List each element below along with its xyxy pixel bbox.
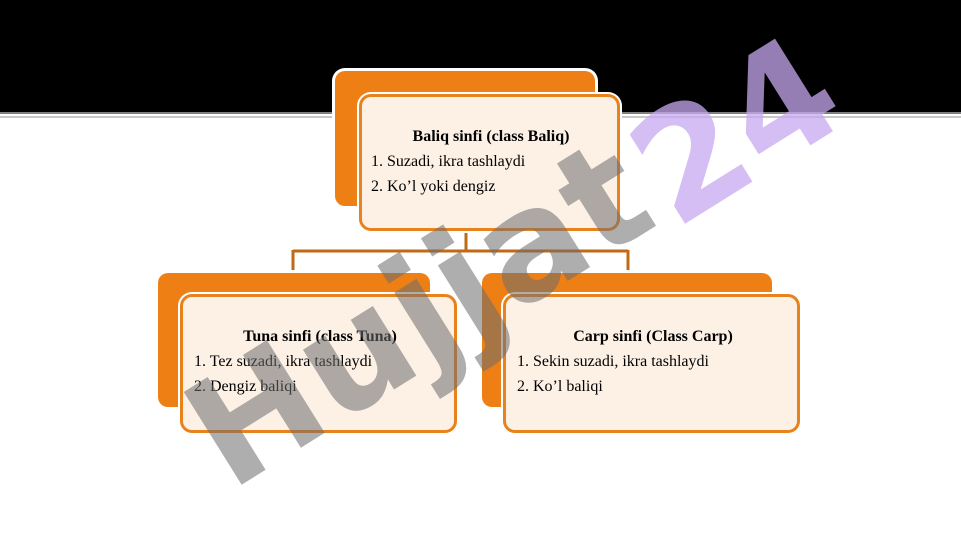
- child-node-title: Carp sinfi (Class Carp): [573, 328, 733, 345]
- root-node-box: [359, 94, 620, 231]
- root-node-title: Baliq sinfi (class Baliq): [412, 128, 570, 145]
- child-node-item: 1. Tez suzadi, ikra tashlaydi: [194, 353, 373, 370]
- root-node-item: 1. Suzadi, ikra tashlaydi: [371, 153, 526, 170]
- child-node-text: Tuna sinfi (class Tuna) 1. Tez suzadi, i…: [194, 324, 446, 399]
- root-node-text: Baliq sinfi (class Baliq) 1. Suzadi, ikr…: [371, 124, 611, 199]
- child-node-item: 1. Sekin suzadi, ikra tashlaydi: [517, 353, 709, 370]
- child-node-box: [503, 294, 800, 433]
- child-node-item: 2. Dengiz baliqi: [194, 378, 297, 395]
- child-node-title: Tuna sinfi (class Tuna): [243, 328, 397, 345]
- root-node-item: 2. Ko’l yoki dengiz: [371, 178, 496, 195]
- child-node-item: 2. Ko’l baliqi: [517, 378, 603, 395]
- child-node-box: [180, 294, 457, 433]
- child-node-text: Carp sinfi (Class Carp) 1. Sekin suzadi,…: [517, 324, 789, 399]
